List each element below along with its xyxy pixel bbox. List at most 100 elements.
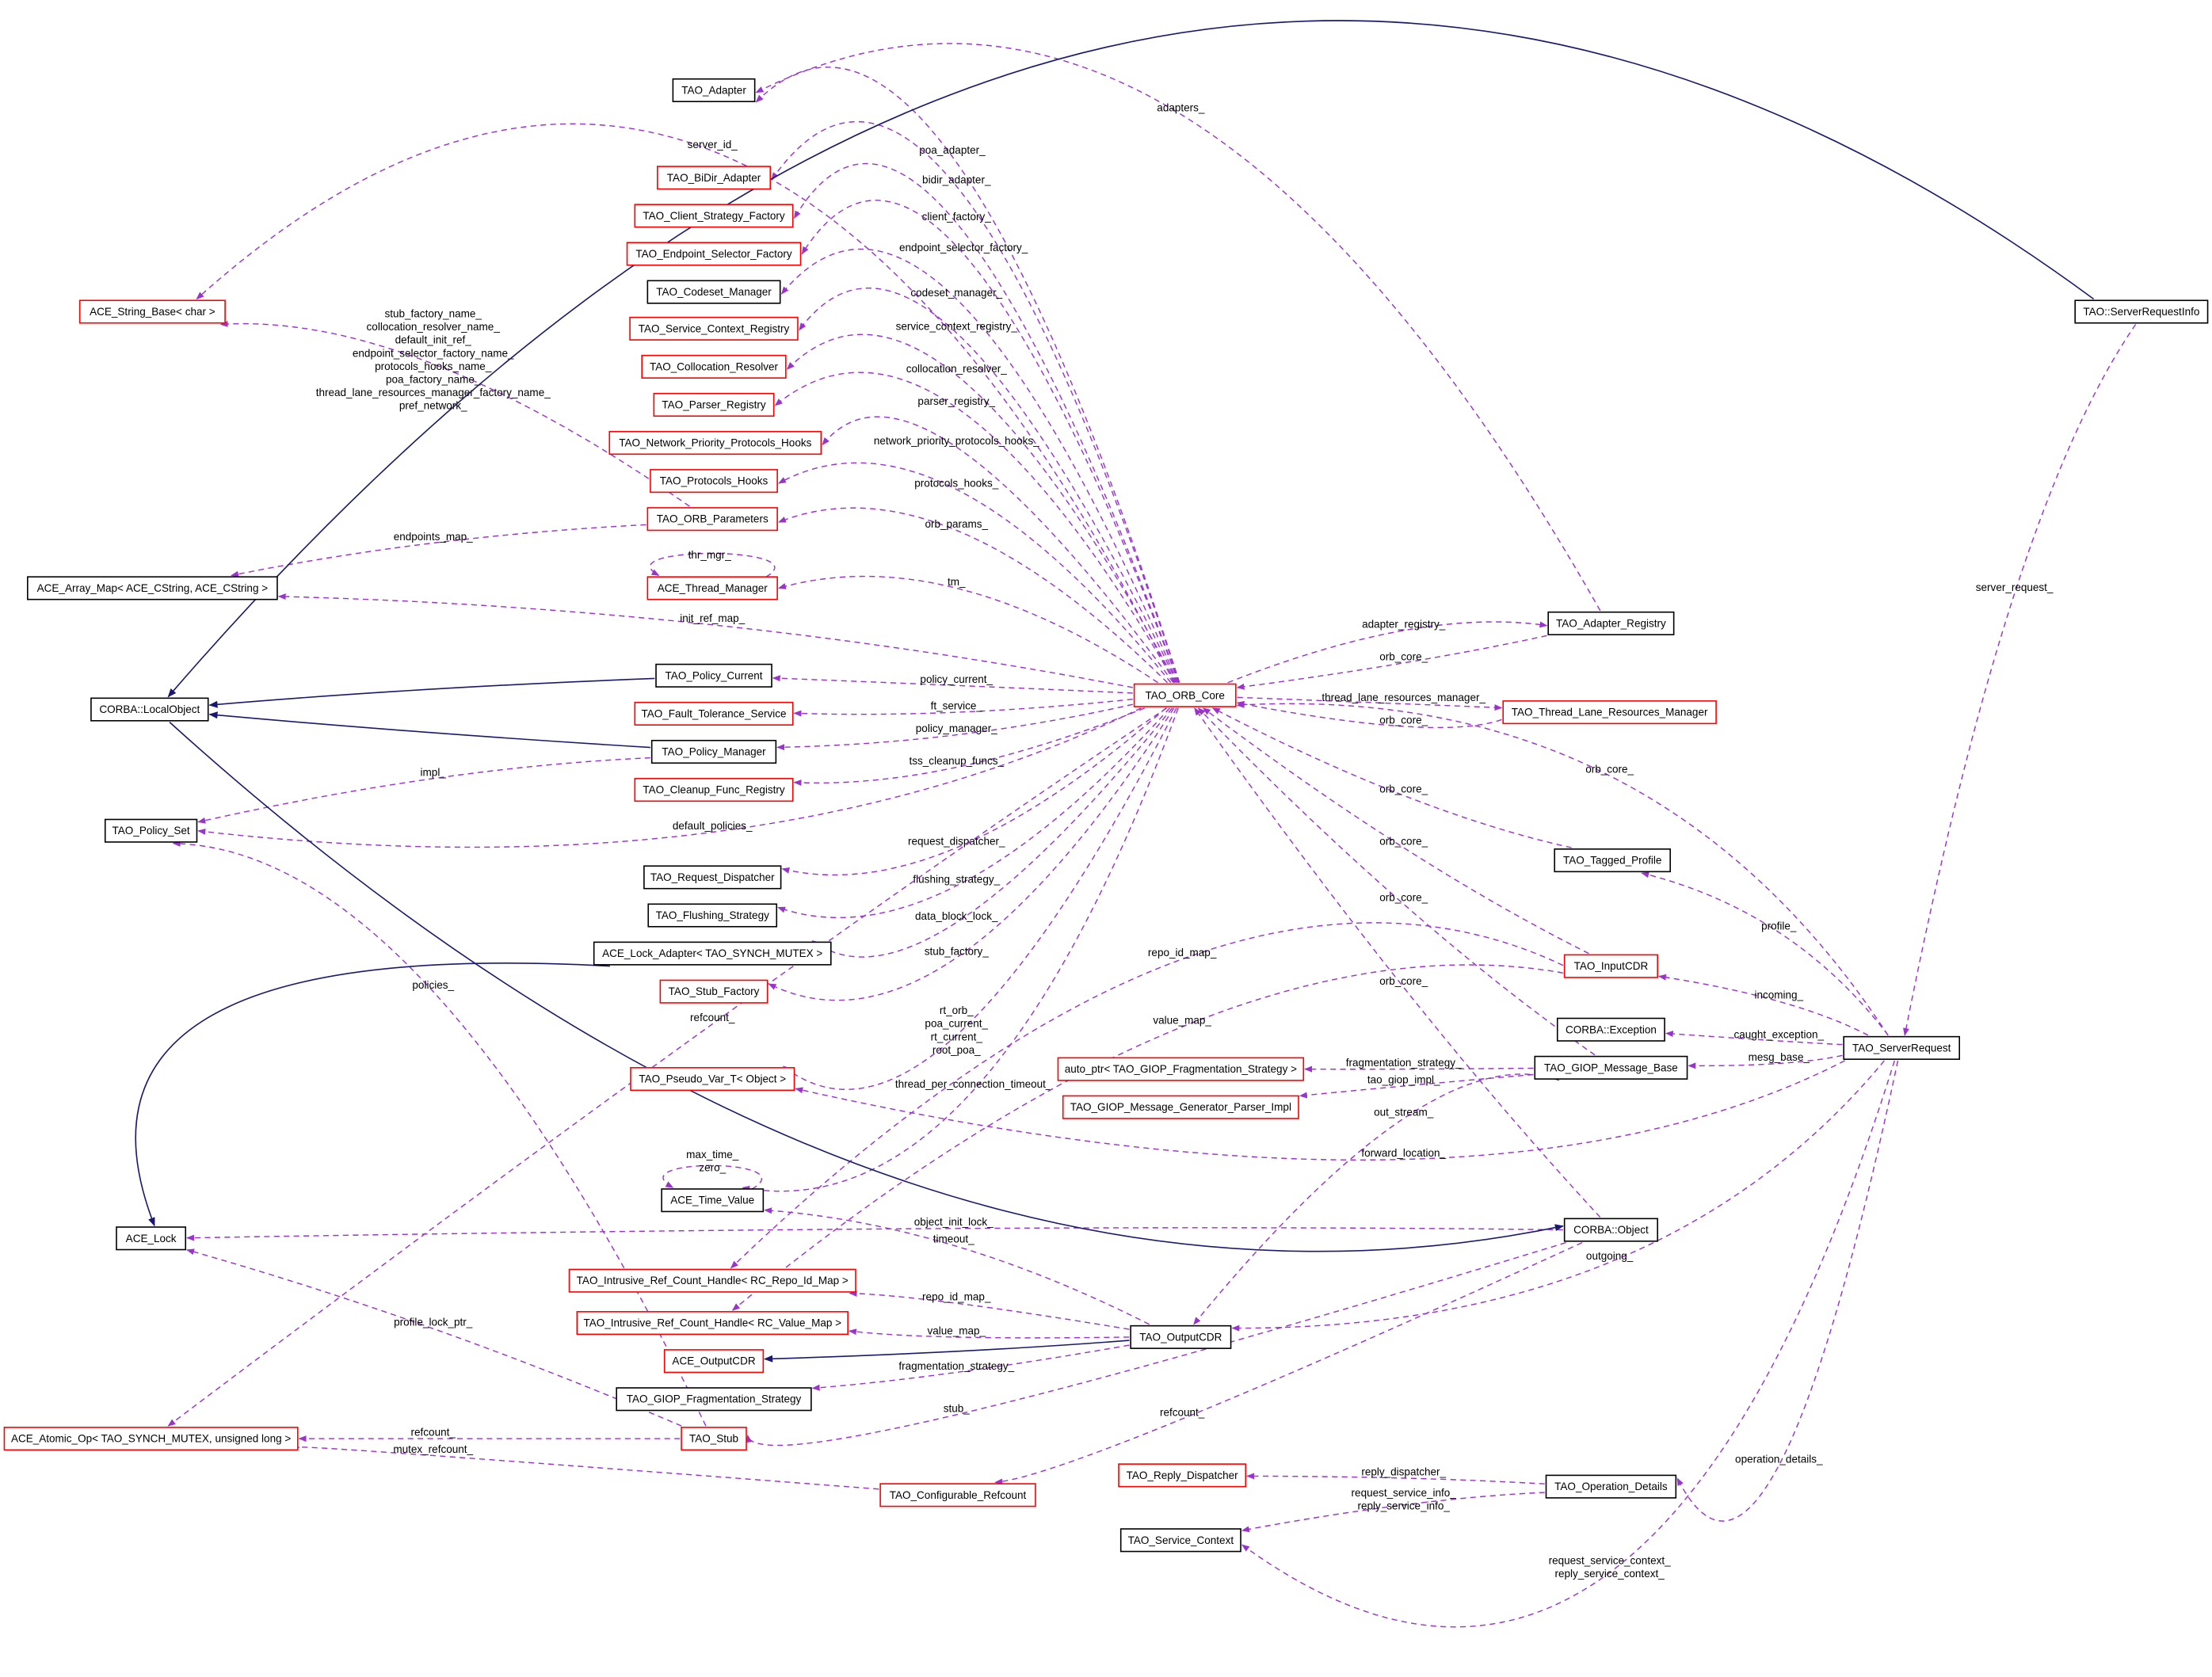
class-node-protoH[interactable]: TAO_Protocols_Hooks xyxy=(650,469,778,494)
edge-outputcdr-to-timevalue: timeout_ xyxy=(764,1207,1150,1325)
class-node-pseudovar[interactable]: TAO_Pseudo_Var_T< Object > xyxy=(630,1067,795,1092)
class-node-genparser[interactable]: TAO_GIOP_Message_Generator_Parser_Impl xyxy=(1062,1095,1299,1119)
class-node-scr[interactable]: TAO_Service_Context_Registry xyxy=(629,316,799,341)
class-box xyxy=(643,865,782,890)
edge-label: pref_network_ xyxy=(399,400,467,412)
class-node-cleanup[interactable]: TAO_Cleanup_Func_Registry xyxy=(634,778,794,802)
class-box xyxy=(104,818,198,843)
class-node-parser[interactable]: TAO_Parser_Registry xyxy=(653,392,775,417)
class-name: auto_ptr< TAO_GIOP_Fragmentation_Strateg… xyxy=(1065,1063,1297,1075)
class-node-timevalue[interactable]: ACE_Time_Value xyxy=(661,1188,765,1213)
edge-label: timeout_ xyxy=(933,1233,974,1245)
class-name: ACE_OutputCDR xyxy=(672,1355,755,1367)
class-box xyxy=(634,204,794,228)
class-node-giopmb[interactable]: TAO_GIOP_Message_Base xyxy=(1534,1055,1688,1080)
edge-servreq-to-pseudovar: forward_location_ xyxy=(795,1060,1845,1161)
member-edge xyxy=(793,162,1180,684)
class-node-codeset[interactable]: TAO_Codeset_Manager xyxy=(646,280,781,304)
class-box xyxy=(27,576,278,600)
edge-orbcore-to-polcur: policy_current_ xyxy=(772,673,1133,694)
edge-label: mutex_refcount_ xyxy=(393,1443,473,1455)
edge-outputcdr-to-giopfrag: fragmentation_strategy_ xyxy=(811,1344,1130,1391)
class-node-endpoint_sf[interactable]: TAO_Endpoint_Selector_Factory xyxy=(626,242,802,266)
edge-label: reply_service_info_ xyxy=(1357,1500,1450,1512)
class-node-aceout[interactable]: ACE_OutputCDR xyxy=(663,1349,765,1374)
class-node-polcur[interactable]: TAO_Policy_Current xyxy=(655,663,772,688)
class-node-flush[interactable]: TAO_Flushing_Strategy xyxy=(647,903,778,928)
edge-label: repo_id_map_ xyxy=(1148,947,1217,959)
edge-orbcore-to-flush: flushing_strategy_ xyxy=(777,707,1171,918)
edge-label: ft_service_ xyxy=(931,700,983,712)
edge-tlrm-to-orbcore: orb_core_ xyxy=(1236,700,1502,729)
inheritance-edge xyxy=(135,962,610,1227)
class-node-polset[interactable]: TAO_Policy_Set xyxy=(104,818,198,843)
class-box xyxy=(661,1188,765,1213)
class-node-threadmgr[interactable]: ACE_Thread_Manager xyxy=(646,576,778,600)
member-edge xyxy=(774,372,1176,684)
class-node-outputcdr[interactable]: TAO_OutputCDR xyxy=(1130,1324,1232,1349)
class-box xyxy=(90,697,209,722)
class-node-ircrepo[interactable]: TAO_Intrusive_Ref_Count_Handle< RC_Repo_… xyxy=(568,1268,856,1293)
class-node-bidir[interactable]: TAO_BiDir_Adapter xyxy=(657,166,772,190)
class-box xyxy=(647,903,778,928)
class-box xyxy=(672,78,756,102)
class-name: CORBA::LocalObject xyxy=(99,703,200,715)
edge-label: poa_current_ xyxy=(925,1018,988,1030)
class-node-reqdisp[interactable]: TAO_Request_Dispatcher xyxy=(643,865,782,890)
class-node-corbaobj[interactable]: CORBA::Object xyxy=(1563,1218,1658,1242)
class-name: TAO_Policy_Set xyxy=(113,825,190,837)
class-node-acelock[interactable]: ACE_Lock xyxy=(116,1226,187,1251)
class-name: TAO_Policy_Current xyxy=(666,669,763,681)
class-node-orbcore[interactable]: TAO_ORB_Core xyxy=(1133,683,1237,707)
class-node-stub[interactable]: TAO_Stub xyxy=(681,1427,747,1451)
class-node-localobj[interactable]: CORBA::LocalObject xyxy=(90,697,209,722)
edge-tagged-to-orbcore: orb_core_ xyxy=(1211,707,1572,848)
class-box xyxy=(1119,1528,1241,1553)
class-node-stubfactory[interactable]: TAO_Stub_Factory xyxy=(659,979,768,1004)
class-name: TAO_Intrusive_Ref_Count_Handle< RC_Value… xyxy=(583,1317,841,1329)
class-node-arraymap[interactable]: ACE_Array_Map< ACE_CString, ACE_CString … xyxy=(27,576,278,600)
class-box xyxy=(634,701,794,726)
class-node-tao_adapter[interactable]: TAO_Adapter xyxy=(672,78,756,102)
class-box xyxy=(1563,1218,1658,1242)
class-name: TAO_Service_Context xyxy=(1128,1534,1234,1546)
class-node-ft[interactable]: TAO_Fault_Tolerance_Service xyxy=(634,701,794,726)
class-node-adreg[interactable]: TAO_Adapter_Registry xyxy=(1547,611,1675,636)
class-name: TAO_Adapter_Registry xyxy=(1556,617,1666,629)
member-edge xyxy=(755,43,1601,612)
class-node-opdetails[interactable]: TAO_Operation_Details xyxy=(1545,1474,1677,1499)
edge-corbaobj-to-orbcore: orb_core_ xyxy=(1194,707,1601,1218)
class-box xyxy=(659,979,768,1004)
edge-label: value_map_ xyxy=(927,1324,986,1336)
class-node-ircvalue[interactable]: TAO_Intrusive_Ref_Count_Handle< RC_Value… xyxy=(576,1311,849,1336)
class-node-autoptr[interactable]: auto_ptr< TAO_GIOP_Fragmentation_Strateg… xyxy=(1057,1057,1305,1081)
class-node-servctx[interactable]: TAO_Service_Context xyxy=(1119,1528,1241,1553)
class-node-confref[interactable]: TAO_Configurable_Refcount xyxy=(879,1483,1036,1507)
edge-localobj-to-corbaobj xyxy=(169,722,1564,1252)
class-node-polmgr[interactable]: TAO_Policy_Manager xyxy=(650,739,777,764)
edge-label: flushing_strategy_ xyxy=(913,874,1000,886)
class-node-exception[interactable]: CORBA::Exception xyxy=(1556,1017,1665,1042)
edge-orbcore-to-atomic: refcount_ xyxy=(167,707,1168,1427)
edge-label: profile_lock_ptr_ xyxy=(394,1317,473,1328)
class-node-nppH[interactable]: TAO_Network_Priority_Protocols_Hooks xyxy=(608,431,822,455)
class-node-client_sf[interactable]: TAO_Client_Strategy_Factory xyxy=(634,204,794,228)
member-edge xyxy=(1236,635,1547,690)
class-node-colloc[interactable]: TAO_Collocation_Resolver xyxy=(641,354,787,379)
class-node-inputcdr[interactable]: TAO_InputCDR xyxy=(1563,954,1658,978)
edge-label: profile_ xyxy=(1761,920,1797,932)
class-node-orbparams[interactable]: TAO_ORB_Parameters xyxy=(646,507,778,532)
class-node-tlrm[interactable]: TAO_Thread_Lane_Resources_Manager xyxy=(1502,700,1717,725)
class-node-tagged[interactable]: TAO_Tagged_Profile xyxy=(1554,848,1671,873)
edge-corbaobj-to-confref: refcount_ xyxy=(994,1241,1583,1485)
class-node-giopfrag[interactable]: TAO_GIOP_Fragmentation_Strategy xyxy=(616,1387,812,1412)
class-node-servreq[interactable]: TAO_ServerRequest xyxy=(1843,1035,1960,1060)
class-node-lockadapter[interactable]: ACE_Lock_Adapter< TAO_SYNCH_MUTEX > xyxy=(593,941,832,966)
class-node-sri[interactable]: TAO::ServerRequestInfo xyxy=(2074,299,2209,324)
class-node-replydisp[interactable]: TAO_Reply_Dispatcher xyxy=(1118,1463,1247,1488)
class-node-strbase[interactable]: ACE_String_Base< char > xyxy=(78,299,226,324)
edge-orbcore-to-strbase: server_id_ xyxy=(196,123,1175,684)
edge-orbcore-to-arraymap: init_ref_map_ xyxy=(277,593,1133,688)
class-node-atomic[interactable]: ACE_Atomic_Op< TAO_SYNCH_MUTEX, unsigned… xyxy=(3,1427,299,1451)
edge-servreq-to-tagged: profile_ xyxy=(1641,871,1889,1036)
